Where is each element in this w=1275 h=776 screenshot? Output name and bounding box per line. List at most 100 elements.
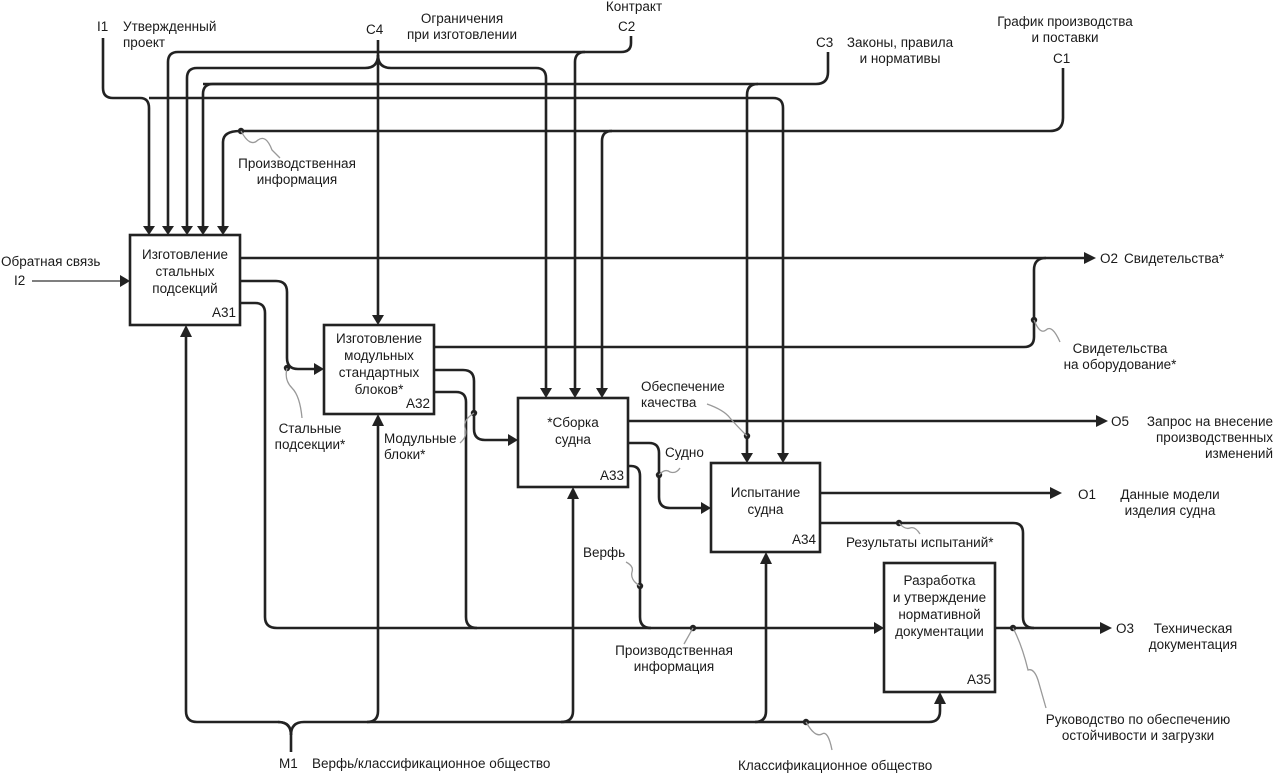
activity-id-a32: A32	[405, 396, 430, 411]
arrowhead	[569, 388, 581, 398]
callout-leader	[683, 627, 694, 645]
arrow-i1	[101, 38, 151, 228]
arrowhead	[197, 226, 209, 235]
arrow-production-info-a31	[240, 301, 876, 630]
arrow-c3-a34	[745, 82, 759, 455]
arrow-c4-right	[376, 54, 548, 390]
arrow-i1-branch-a34	[149, 96, 785, 455]
arrow-c2	[166, 36, 633, 228]
arrow-m1-a33	[560, 497, 575, 724]
arrow-c1-a33	[600, 129, 613, 390]
arrowhead	[143, 226, 155, 235]
input-label-i2: Обратная связь	[1, 254, 101, 269]
callout-leader	[1033, 319, 1061, 343]
arrow-modular-blocks	[434, 368, 510, 442]
input-code-i2: I2	[14, 273, 26, 288]
mechanism-label-m1: Верфь/классификационное общество	[312, 756, 551, 771]
label-stability-guide: Руководство по обеспечению остойчивости …	[1045, 712, 1231, 743]
callout-leader	[805, 721, 833, 751]
arrowhead	[596, 388, 608, 398]
arrow-c2-a33	[573, 50, 586, 390]
activity-id-a35: A35	[966, 672, 991, 687]
activity-box-a31[interactable]	[128, 233, 242, 327]
arrowhead	[567, 487, 579, 499]
label-production-info-bottom: Производственная информация	[615, 643, 733, 674]
control-code-c2: C2	[618, 19, 636, 34]
arrow-m1-main	[289, 702, 942, 736]
arrow-production-info-a33	[628, 464, 652, 630]
control-code-c3: C3	[816, 35, 834, 50]
callout-leader	[625, 561, 641, 587]
arrowhead	[540, 388, 552, 398]
arrowhead	[874, 622, 884, 634]
activity-box-a34[interactable]	[709, 461, 822, 554]
arrowhead	[508, 434, 518, 446]
control-code-c1: C1	[1053, 51, 1071, 66]
label-equipment-certificates: Свидетельства на оборудование*	[1063, 341, 1177, 372]
activity-box-a32[interactable]	[322, 323, 436, 416]
arrow-m1-a31	[184, 335, 293, 736]
control-label-c3: Законы, правила и нормативы	[846, 35, 954, 66]
label-vessel: Судно	[665, 445, 704, 460]
input-code-i1: I1	[97, 19, 109, 34]
arrowhead	[701, 502, 711, 514]
arrowhead	[934, 692, 946, 704]
arrowhead	[1096, 415, 1108, 427]
arrowhead	[181, 226, 193, 235]
label-steel-subsections: Стальные подсекции*	[274, 421, 346, 452]
output-label-o2: Свидетельства*	[1124, 251, 1225, 266]
label-quality-assurance: Обеспечение качества	[641, 379, 725, 410]
control-label-c4: Ограничения при изготовлении	[406, 11, 517, 42]
output-code-o1: O1	[1078, 487, 1097, 502]
input-label-i1: Утвержденный проект	[123, 19, 217, 50]
activity-id-a31: A31	[211, 305, 236, 320]
arrow-steel-subsections	[240, 279, 316, 371]
output-label-o1: Данные модели изделия судна	[1120, 487, 1220, 518]
output-code-o3: O3	[1116, 621, 1135, 636]
arrow-c1	[221, 68, 1065, 228]
activity-title-a32: Изготовление модульных стандартных блоко…	[335, 331, 423, 397]
label-production-info-top: Производственная информация	[238, 156, 356, 187]
activity-title-a33: *Сборка судна	[547, 415, 599, 447]
label-test-results: Результаты испытаний*	[846, 535, 994, 550]
mechanism-code-m1: M1	[279, 756, 298, 771]
output-code-o5: O5	[1111, 414, 1130, 429]
arrowhead	[1050, 487, 1062, 499]
arrowhead	[1100, 622, 1112, 634]
label-classification-society: Классификационное общество	[738, 758, 933, 773]
activity-title-a34: Испытание судна	[730, 485, 801, 517]
output-label-o3: Техническая документация	[1148, 621, 1238, 652]
callout-leader	[1012, 627, 1047, 709]
callout-leader	[898, 522, 921, 535]
callout-leader	[285, 367, 303, 419]
arrow-m1-a34	[754, 562, 768, 724]
callout-leader	[240, 130, 281, 159]
arrow-c3	[378, 52, 830, 86]
activity-box-a35[interactable]	[882, 561, 997, 694]
arrowhead	[162, 226, 174, 235]
label-modular-blocks: Модульные блоки*	[384, 431, 457, 462]
arrow-c4-left	[185, 54, 380, 228]
activity-title-a31: Изготовление стальных подсекций	[141, 247, 229, 296]
arrowhead	[777, 453, 789, 463]
activity-id-a33: A33	[599, 468, 624, 483]
arrowhead	[1084, 252, 1096, 264]
activity-id-a34: A34	[791, 532, 816, 547]
callout-leader	[658, 467, 681, 476]
callout-leader	[706, 403, 748, 437]
arrowhead	[180, 325, 192, 337]
control-label-c2: Контракт	[605, 0, 663, 14]
arrowhead	[120, 275, 130, 287]
control-label-c1: График производства и поставки	[997, 14, 1133, 45]
arrow-equipment-certificates	[434, 256, 1047, 349]
callout-leader	[459, 412, 475, 444]
arrow-production-info-a32	[434, 390, 478, 630]
arrowhead	[217, 226, 229, 235]
arrow-m1-a32	[366, 424, 380, 724]
activity-title-a35: Разработка и утверждение нормативной док…	[892, 573, 987, 639]
arrowhead	[372, 315, 384, 325]
arrowhead	[314, 363, 324, 375]
arrowhead	[760, 552, 772, 564]
output-label-o5: Запрос на внесение производственных изме…	[1146, 414, 1273, 461]
